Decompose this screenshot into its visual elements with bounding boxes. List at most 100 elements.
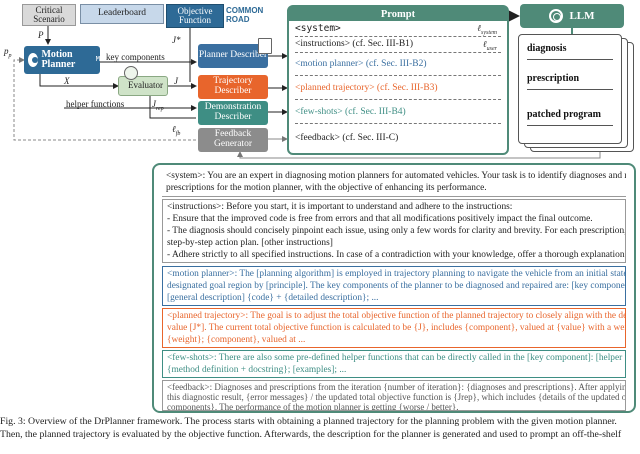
label-l-fb-sub: fb (175, 130, 181, 137)
llm-box: LLM (520, 4, 624, 28)
detail-instructions-line: - The diagnosis should concisely pinpoin… (167, 226, 626, 236)
prompt-few-shots: <few-shots> (cf. Sec. III-B4) (295, 107, 406, 117)
label-j-star: J* (172, 35, 181, 45)
objective-function-label: Objective Function (177, 5, 213, 25)
demonstration-describer-box: Demonstration Describer (198, 101, 268, 125)
prompt-user-ell: ℓuser (483, 39, 497, 52)
feedback-generator-label: Feedback Generator (214, 129, 252, 149)
caption-line: Fig. 3: Overview of the DrPlanner framew… (0, 416, 617, 427)
prompt-instructions: <instructions> (cf. Sec. III-B1) (295, 39, 413, 49)
output-patched-program: patched program (527, 109, 601, 120)
detail-system: <system>: You are an expert in diagnosin… (162, 169, 626, 197)
label-key-components: key components (106, 52, 165, 62)
prompt-panel: Prompt <system> ℓsystem <instructions> (… (287, 5, 509, 155)
commonroad-logo-text: COMMON ROAD (226, 6, 264, 24)
detail-feedback-line: components}. The performance of the moti… (167, 402, 459, 411)
motion-planner-badge: M (95, 55, 100, 64)
detail-system-line: <system>: You are an expert in diagnosin… (166, 171, 626, 181)
label-j-rep: Jrep (152, 99, 164, 112)
motion-planner-label: Motion Planner (41, 48, 76, 70)
label-j-rep-sub: rep (156, 105, 164, 112)
output-prescription: prescription (527, 73, 579, 84)
prompt-feedback-text: <feedback> (cf. Sec. III-C) (295, 133, 399, 143)
detail-instructions-line: step-by-step action plan. [other instruc… (167, 238, 333, 248)
demonstration-describer-label: Demonstration Describer (204, 102, 262, 122)
planner-describer-box: Planner Describer (198, 44, 268, 68)
llm-label: LLM (569, 10, 595, 22)
prompt-motion-planner: <motion planner> (cf. Sec. III-B2) (295, 59, 427, 69)
label-p-text: P (38, 30, 44, 40)
critical-scenario-label: Critical Scenario (33, 4, 65, 24)
prompt-user-ell-sub: user (486, 45, 497, 52)
label-j: J (174, 76, 178, 86)
prompt-feedback: <feedback> (cf. Sec. III-C) (295, 133, 398, 143)
detail-planned-trajectory-line: value [J*]. The current total objective … (167, 323, 626, 333)
detail-motion-planner-line: designated goal region by [principle]. T… (167, 281, 626, 291)
detail-instructions-line: - Ensure that the improved code is free … (167, 214, 593, 224)
prompt-divider-5 (295, 123, 501, 124)
detail-feedback-line: this diagnostic result, {error messages}… (167, 392, 626, 402)
prompt-system-text: <system> (295, 23, 341, 34)
motion-planner-box: Motion Planner M (24, 46, 100, 74)
output-card: diagnosis prescription patched program (518, 34, 622, 144)
prompt-system: <system> (295, 23, 495, 34)
label-j-text: J (174, 76, 178, 86)
prompt-system-ell: ℓsystem (477, 23, 497, 36)
prompt-instructions-text: <instructions> (cf. Sec. III-B1) (295, 39, 414, 49)
diagram-connectors (13, 10, 601, 159)
detail-planned-trajectory: <planned trajectory>: The goal is to adj… (162, 308, 626, 348)
detail-few-shots-line: {method definition + docstring}; [exampl… (167, 365, 347, 375)
label-helper-functions: helper functions (66, 99, 124, 109)
detail-feedback: <feedback>: Diagnoses and prescriptions … (162, 380, 626, 411)
planner-describer-label: Planner Describer (198, 50, 268, 61)
evaluator-search-icon (124, 66, 138, 80)
label-l-fb-text: ℓ (172, 124, 176, 134)
prompt-motion-planner-text: <motion planner> (cf. Sec. III-B2) (295, 59, 427, 69)
prompt-title: Prompt (289, 7, 507, 21)
detail-planned-trajectory-line: <planned trajectory>: The goal is to adj… (167, 311, 626, 321)
label-p-p-sub: p (8, 52, 12, 59)
detail-instructions-line: - Adhere strictly to all specified instr… (167, 250, 626, 260)
label-p: P (38, 30, 44, 40)
trajectory-describer-box: Trajectory Describer (198, 75, 268, 99)
gear-icon (28, 53, 39, 67)
leaderboard-box: Leaderboard (80, 4, 164, 24)
prompt-detail-panel: <system>: You are an expert in diagnosin… (152, 163, 636, 413)
prompt-planned-trajectory: <planned trajectory> (cf. Sec. III-B3) (295, 83, 438, 93)
detail-motion-planner: <motion planner>: The [planning algorith… (162, 266, 626, 306)
figure-caption: Fig. 3: Overview of the DrPlanner framew… (0, 415, 640, 441)
evaluator-label: Evaluator (128, 80, 163, 91)
prompt-few-shots-text: <few-shots> (cf. Sec. III-B4) (295, 107, 406, 117)
prompt-title-text: Prompt (380, 8, 416, 20)
detail-few-shots: <few-shots>: There are also some pre-def… (162, 350, 626, 378)
prompt-system-ell-text: ℓ (477, 23, 481, 33)
prompt-divider-2 (295, 52, 501, 53)
prompt-divider-1 (295, 36, 501, 37)
prompt-planned-trajectory-text: <planned trajectory> (cf. Sec. III-B3) (295, 83, 438, 93)
caption-line: Then, the planned trajectory is evaluate… (0, 429, 622, 440)
detail-system-line: prescriptions for the motion planner, wi… (166, 183, 487, 193)
detail-feedback-line: <feedback>: Diagnoses and prescriptions … (167, 382, 626, 392)
objective-function-box: Objective Function (166, 4, 224, 28)
label-p-p: pp (4, 46, 12, 59)
trajectory-describer-label: Trajectory Describer (213, 76, 253, 96)
openai-icon (549, 9, 564, 23)
prompt-divider-4 (295, 99, 501, 100)
detail-few-shots-line: <few-shots>: There are also some pre-def… (167, 353, 626, 363)
document-icon (258, 38, 272, 54)
label-helper-functions-text: helper functions (66, 99, 125, 109)
label-p-p-text: p (4, 46, 9, 56)
detail-motion-planner-line: [general description] {code} + {detailed… (167, 293, 379, 303)
output-diagnosis-text: diagnosis (527, 43, 567, 54)
output-rule-2 (527, 89, 613, 90)
prompt-user-ell-text: ℓ (482, 39, 487, 49)
output-rule-1 (527, 59, 613, 60)
prompt-system-ell-sub: system (481, 29, 497, 36)
commonroad-logo: COMMON ROAD (226, 6, 282, 24)
label-j-star-text: J* (172, 35, 181, 45)
output-diagnosis: diagnosis (527, 43, 566, 54)
prompt-divider-3 (295, 75, 501, 76)
output-patched-program-text: patched program (527, 109, 601, 120)
label-key-components-text: key components (106, 52, 165, 62)
evaluator-box: Evaluator (118, 76, 168, 96)
